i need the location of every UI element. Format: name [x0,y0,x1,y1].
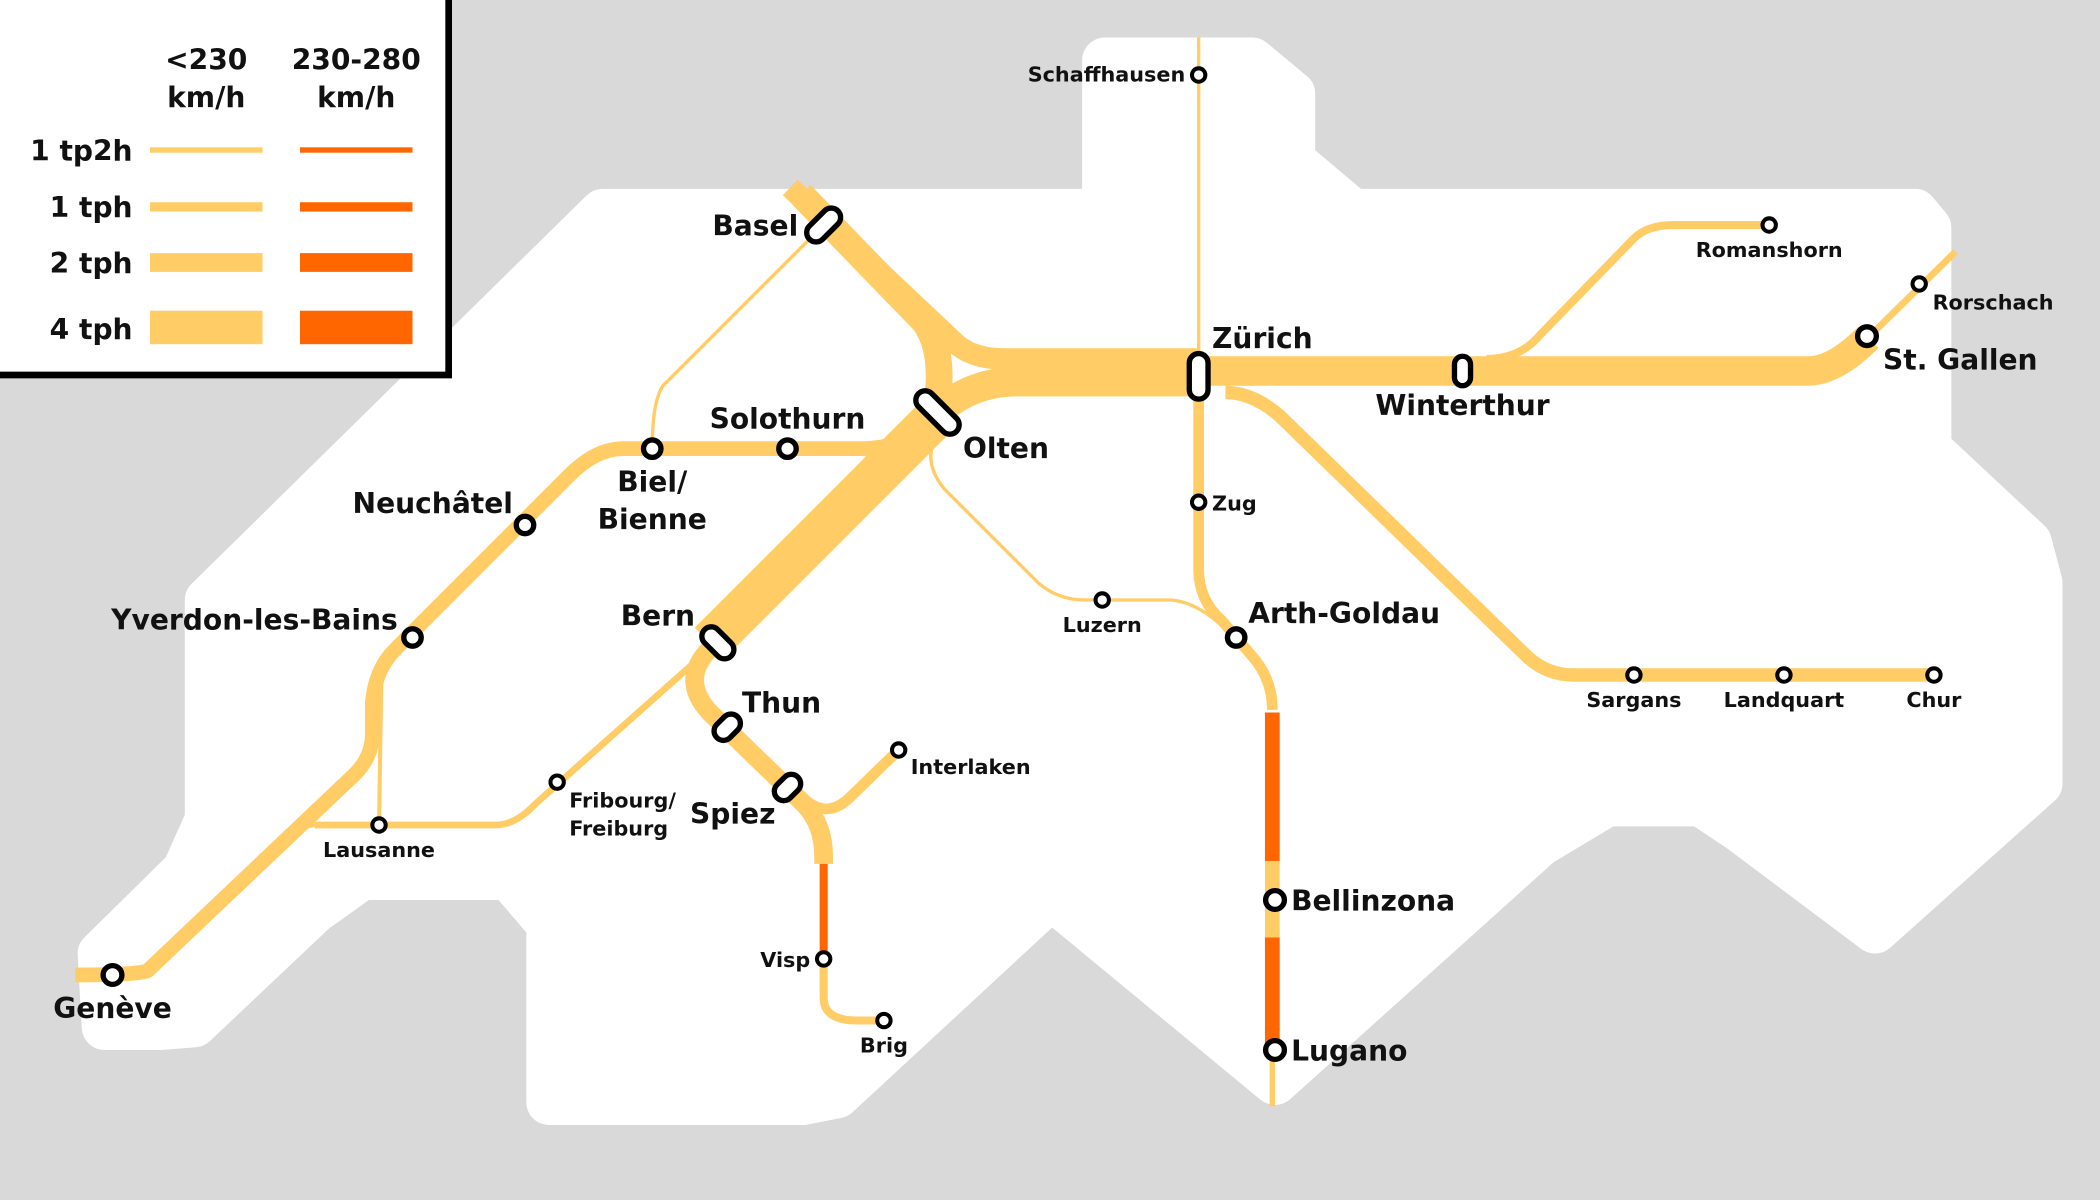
station-visp[interactable] [814,950,833,968]
station-zurich[interactable] [1186,350,1211,402]
station-lausanne[interactable] [370,816,388,834]
label-fribourg-line1: Fribourg/ [569,789,676,813]
legend-col-fast-line1: 230-280 [292,44,421,77]
label-landquart: Landquart [1724,688,1845,712]
label-bellinzona: Bellinzona [1291,885,1455,918]
label-sargans: Sargans [1586,688,1681,712]
label-neuchatel: Neuchâtel [353,487,513,520]
label-chur: Chur [1906,688,1962,712]
label-thun: Thun [742,687,821,720]
line-winterthur-romanshorn [1486,220,1770,363]
label-fribourg-line2: Freiburg [569,817,668,841]
line-basel-olten [791,184,953,404]
line-basel-zurich [782,179,1199,370]
line-olten-bern [694,393,960,659]
legend-row-1tph: 1 tph [50,191,133,224]
legend-row-4tph: 4 tph [50,313,133,346]
station-luzern[interactable] [1093,591,1111,609]
legend-col-fast-line2: km/h [317,81,395,114]
label-interlaken: Interlaken [911,755,1031,779]
label-schaffhausen: Schaffhausen [1028,63,1186,87]
station-interlaken[interactable] [889,741,908,759]
label-biel-line2: Bienne [598,503,707,536]
label-rorschach: Rorschach [1933,290,2054,314]
station-zug[interactable] [1189,493,1208,511]
station-labels: Schaffhausen Basel Zürich Romanshorn Ror… [53,63,2053,1068]
line-bern-spiez [685,635,834,867]
station-spiez[interactable] [770,770,804,804]
legend-swatch-slow-1tp2h [150,147,263,153]
label-yverdon: Yverdon-les-Bains [110,603,398,636]
line-lausanne-bern [314,640,719,829]
legend-row-1tp2h: 1 tp2h [30,135,132,168]
legend-row-2tph: 2 tph [50,247,133,280]
label-biel-line1: Biel/ [617,466,688,499]
label-bern: Bern [621,599,695,632]
label-lugano: Lugano [1291,1035,1407,1068]
station-romanshorn[interactable] [1760,216,1778,234]
station-thun[interactable] [710,710,744,744]
line-lausanne-geneve [132,823,316,980]
station-brig[interactable] [875,1011,893,1030]
label-arth-goldau: Arth-Goldau [1248,597,1440,630]
station-biel[interactable] [640,437,664,461]
station-yverdon[interactable] [401,626,424,649]
station-arth-goldau[interactable] [1224,626,1248,649]
label-winterthur: Winterthur [1375,389,1549,422]
legend: <230 km/h 230-280 km/h 1 tp2h 1 tph 2 tp… [0,0,453,379]
station-solothurn[interactable] [776,437,799,461]
label-zurich: Zürich [1212,322,1313,355]
label-olten: Olten [963,432,1049,465]
label-romanshorn: Romanshorn [1696,238,1843,262]
station-winterthur[interactable] [1451,353,1474,389]
legend-swatch-slow-1tph [150,202,263,212]
stations [100,66,1943,1063]
label-spiez: Spiez [690,798,775,831]
line-spiez-interlaken [784,746,903,815]
station-landquart[interactable] [1775,666,1793,684]
station-fribourg[interactable] [548,773,566,791]
legend-swatch-fast-2tph [300,253,413,272]
line-stgallen-rorschach [1865,249,1958,340]
label-st-gallen: St. Gallen [1883,344,2038,377]
label-solothurn: Solothurn [710,403,866,436]
station-geneve[interactable] [100,962,125,988]
label-zug: Zug [1212,491,1257,515]
station-sargans[interactable] [1625,666,1643,684]
station-olten[interactable] [912,387,963,438]
station-neuchatel[interactable] [513,513,537,537]
station-st-gallen[interactable] [1854,324,1880,349]
line-olten-biel [74,406,942,983]
station-schaffhausen[interactable] [1189,66,1208,84]
label-visp: Visp [760,948,810,972]
station-lugano[interactable] [1262,1037,1288,1063]
station-basel[interactable] [803,204,845,246]
legend-col-slow-line2: km/h [167,81,245,114]
station-chur[interactable] [1925,666,1943,684]
legend-swatch-fast-1tp2h [300,147,413,153]
legend-swatch-fast-1tph [300,202,413,212]
legend-swatch-slow-4tph [150,310,263,345]
label-basel: Basel [712,210,798,243]
line-olten-luzern [929,424,1238,639]
label-brig: Brig [860,1034,908,1058]
line-yverdon-lausanne [377,656,384,826]
station-bellinzona[interactable] [1262,887,1288,913]
legend-swatch-slow-2tph [150,253,263,272]
line-visp-brig [819,958,884,1025]
legend-col-slow-line1: <230 [165,44,247,77]
line-zurich-zug-arth [1193,381,1278,710]
legend-swatch-fast-4tph [300,310,413,345]
label-lausanne: Lausanne [323,838,435,862]
label-luzern: Luzern [1063,613,1142,637]
label-geneve: Genève [53,992,172,1025]
station-bern[interactable] [698,623,738,663]
line-zurich-chur [1225,385,1936,682]
station-rorschach[interactable] [1910,275,1928,293]
